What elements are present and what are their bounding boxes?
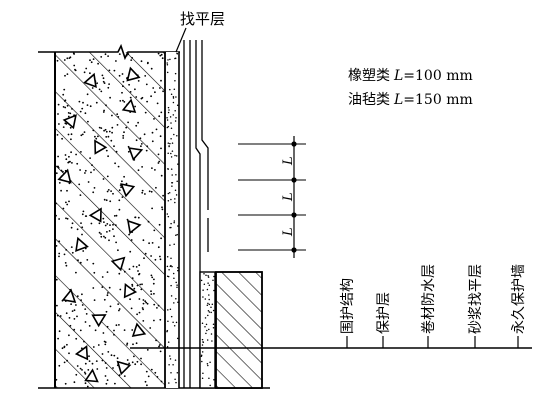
wall-break-line [38,43,180,61]
leveling-leader [175,27,187,53]
aggregate-marks [57,66,147,383]
leveling-layer-label: 找平层 [180,10,225,28]
concrete-stipple [55,52,165,388]
membrane-layers [183,40,209,388]
label-enclosure-structure: 围护结构 [340,278,356,334]
lap-dimension-chain: L L L [238,136,306,258]
permanent-protective-wall [215,271,263,389]
lap-dim-label-1: L [281,156,296,166]
mortar-leveling-layer [166,52,180,388]
lap-dim-label-3: L [281,227,296,237]
label-mortar-leveling-layer: 砂浆找平层 [468,264,484,334]
label-protection-layer: 保护层 [376,292,392,334]
label-permanent-protective-wall: 永久保护墙 [511,264,527,334]
protection-layer [199,271,216,389]
layer-callouts [346,336,519,348]
lap-dim-label-2: L [281,192,296,202]
enclosure-wall [38,43,270,389]
label-membrane-waterproof-layer: 卷材防水层 [421,264,437,334]
